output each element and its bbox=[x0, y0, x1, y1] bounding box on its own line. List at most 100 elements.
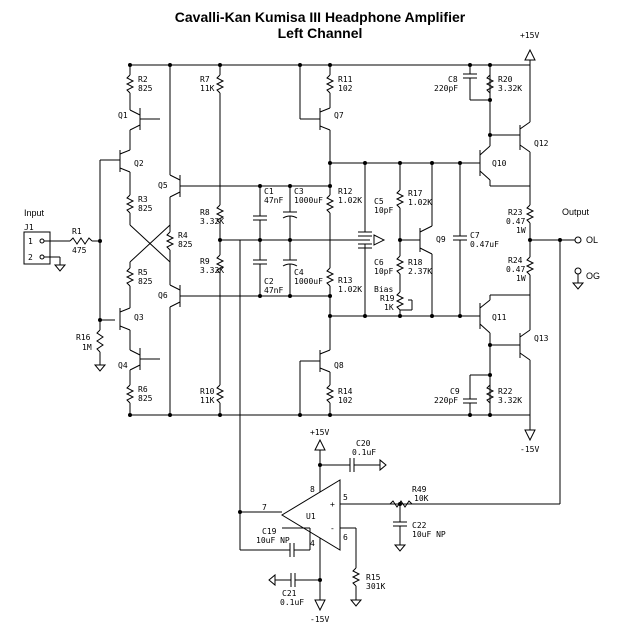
svg-text:220pF: 220pF bbox=[434, 84, 458, 93]
opamp-neg-rail: -15V bbox=[310, 615, 329, 624]
junctions bbox=[98, 63, 562, 582]
c4-label: C4 bbox=[294, 268, 304, 277]
svg-text:47nF: 47nF bbox=[264, 196, 283, 205]
svg-text:3.32K: 3.32K bbox=[200, 217, 224, 226]
svg-text:+: + bbox=[330, 500, 335, 509]
svg-text:220pF: 220pF bbox=[434, 396, 458, 405]
svg-text:3.32K: 3.32K bbox=[498, 84, 522, 93]
input-label: Input bbox=[24, 208, 45, 218]
svg-text:1W: 1W bbox=[516, 274, 526, 283]
u1-label: U1 bbox=[306, 512, 316, 521]
q13-label: Q13 bbox=[534, 334, 549, 343]
output-label: Output bbox=[562, 207, 590, 217]
r19-label: R19 bbox=[380, 294, 395, 303]
r17-label: R17 bbox=[408, 189, 423, 198]
c6-label: C6 bbox=[374, 258, 384, 267]
r12-label: R12 bbox=[338, 187, 353, 196]
svg-text:0.1uF: 0.1uF bbox=[280, 598, 304, 607]
c3-label: C3 bbox=[294, 187, 304, 196]
q6-label: Q6 bbox=[158, 291, 168, 300]
q7-label: Q7 bbox=[334, 111, 344, 120]
c21-label: C21 bbox=[282, 589, 297, 598]
title-line-1: Cavalli-Kan Kumisa III Headphone Amplifi… bbox=[175, 9, 466, 25]
c8-label: C8 bbox=[448, 75, 458, 84]
q9-label: Q9 bbox=[436, 235, 446, 244]
q5-label: Q5 bbox=[158, 181, 168, 190]
q8-label: Q8 bbox=[334, 361, 344, 370]
r22-label: R22 bbox=[498, 387, 513, 396]
r7-label: R7 bbox=[200, 75, 210, 84]
svg-text:0.47uF: 0.47uF bbox=[470, 240, 499, 249]
servo-opamp: U1 + - 7 5 6 8 4 C20 0.1uF +15V R49 10K … bbox=[239, 428, 560, 624]
svg-text:10pF: 10pF bbox=[374, 267, 393, 276]
q4-label: Q4 bbox=[118, 361, 128, 370]
j1-label: J1 bbox=[24, 223, 34, 232]
r1-value: 475 bbox=[72, 246, 87, 255]
svg-text:825: 825 bbox=[138, 84, 153, 93]
q10-label: Q10 bbox=[492, 159, 507, 168]
r8-label: R8 bbox=[200, 208, 210, 217]
svg-text:1.02K: 1.02K bbox=[338, 285, 362, 294]
r6-label: R6 bbox=[138, 385, 148, 394]
svg-text:1K: 1K bbox=[384, 303, 394, 312]
bias-network: C5 10pF C6 10pF R17 1.02K R18 2.37K Bias… bbox=[330, 162, 499, 317]
r15-label: R15 bbox=[366, 573, 381, 582]
r2-label: R2 bbox=[138, 75, 148, 84]
svg-text:1W: 1W bbox=[516, 226, 526, 235]
r10-label: R10 bbox=[200, 387, 215, 396]
r4-label: R4 bbox=[178, 231, 188, 240]
svg-text:1: 1 bbox=[28, 237, 33, 246]
r16-label: R16 bbox=[76, 333, 91, 342]
q11-label: Q11 bbox=[492, 313, 507, 322]
q2-label: Q2 bbox=[134, 159, 144, 168]
svg-text:0.47: 0.47 bbox=[506, 265, 525, 274]
r1-label: R1 bbox=[72, 227, 82, 236]
svg-text:1000uF: 1000uF bbox=[294, 196, 323, 205]
ol-label: OL bbox=[586, 235, 598, 245]
c1-label: C1 bbox=[264, 187, 274, 196]
svg-text:5: 5 bbox=[343, 493, 348, 502]
title-line-2: Left Channel bbox=[278, 25, 363, 41]
pos-rail-label: +15V bbox=[520, 31, 539, 40]
r5-label: R5 bbox=[138, 268, 148, 277]
svg-text:6: 6 bbox=[343, 533, 348, 542]
svg-text:7: 7 bbox=[262, 503, 267, 512]
c5-label: C5 bbox=[374, 197, 384, 206]
svg-text:3.32K: 3.32K bbox=[498, 396, 522, 405]
q3-label: Q3 bbox=[134, 313, 144, 322]
neg-rail-label: -15V bbox=[520, 445, 539, 454]
c7-label: C7 bbox=[470, 231, 480, 240]
output-stage: Q10 Q12 C8 220pF R20 3.32K Q11 Q13 bbox=[434, 65, 600, 504]
c20-label: C20 bbox=[356, 439, 371, 448]
c22-label: C22 bbox=[412, 521, 427, 530]
c9-label: C9 bbox=[450, 387, 460, 396]
svg-text:0.47: 0.47 bbox=[506, 217, 525, 226]
svg-text:11K: 11K bbox=[200, 84, 215, 93]
svg-text:102: 102 bbox=[338, 396, 353, 405]
svg-text:10uF NP: 10uF NP bbox=[412, 530, 446, 539]
svg-text:3.32K: 3.32K bbox=[200, 266, 224, 275]
svg-text:825: 825 bbox=[138, 277, 153, 286]
c19-label: C19 bbox=[262, 527, 277, 536]
svg-text:8: 8 bbox=[310, 485, 315, 494]
svg-text:825: 825 bbox=[178, 240, 193, 249]
svg-text:10uF NP: 10uF NP bbox=[256, 536, 290, 545]
svg-text:102: 102 bbox=[338, 84, 353, 93]
svg-text:0.1uF: 0.1uF bbox=[352, 448, 376, 457]
c2-label: C2 bbox=[264, 277, 274, 286]
svg-text:1000uF: 1000uF bbox=[294, 277, 323, 286]
r16-value: 1M bbox=[82, 343, 92, 352]
svg-text:10K: 10K bbox=[414, 494, 429, 503]
q12-label: Q12 bbox=[534, 139, 549, 148]
svg-text:1.02K: 1.02K bbox=[408, 198, 432, 207]
r14-label: R14 bbox=[338, 387, 353, 396]
svg-text:10pF: 10pF bbox=[374, 206, 393, 215]
input-connector: Input J1 1 2 475 R1 bbox=[23, 208, 100, 272]
q1-label: Q1 bbox=[118, 111, 128, 120]
r9-label: R9 bbox=[200, 257, 210, 266]
svg-text:2.37K: 2.37K bbox=[408, 267, 432, 276]
og-label: OG bbox=[586, 271, 600, 281]
svg-text:2: 2 bbox=[28, 253, 33, 262]
r23-label: R23 bbox=[508, 208, 523, 217]
